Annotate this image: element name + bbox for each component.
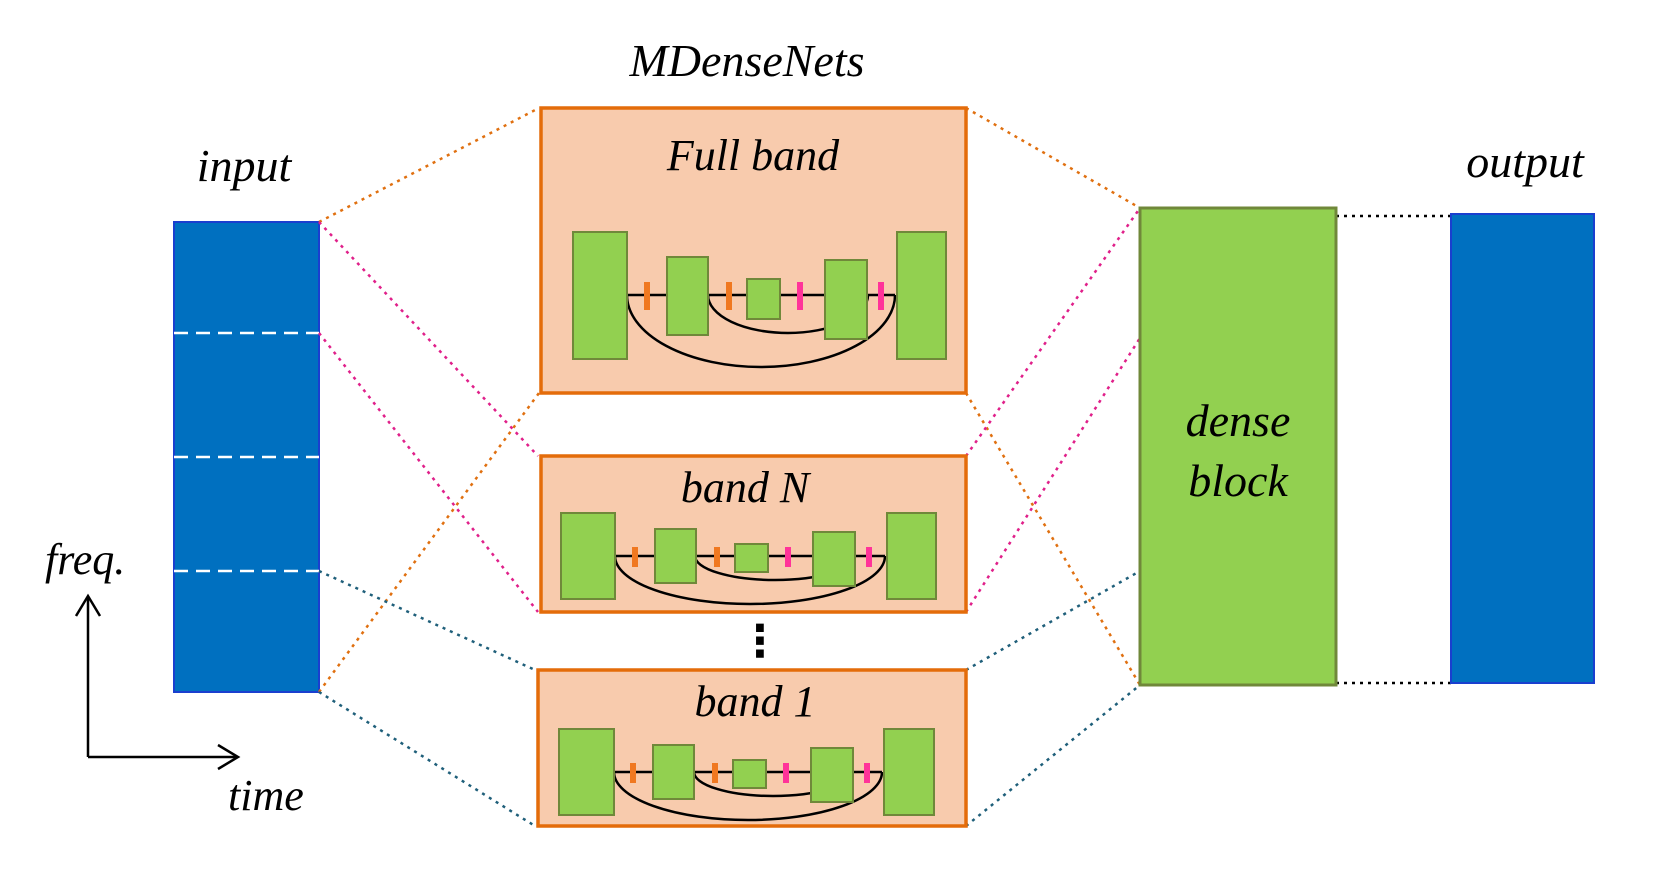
band-1-upsample-tick-2 bbox=[864, 763, 870, 783]
time-arrowhead bbox=[217, 743, 241, 771]
band-1-encoder-block-1 bbox=[558, 728, 615, 816]
full-band-label: Full band bbox=[666, 131, 840, 180]
full-band-decoder-block-2 bbox=[896, 231, 947, 360]
band-n-encoder-block-1 bbox=[560, 512, 616, 600]
link-input-band1-bottom bbox=[318, 690, 536, 828]
band-n-bottleneck-block bbox=[734, 543, 769, 573]
link-bandn-dense-top bbox=[964, 207, 1142, 457]
band-1-skip-outer bbox=[612, 771, 884, 822]
band-n-decoder-block-1 bbox=[812, 531, 856, 587]
full-band-encoder-block-2 bbox=[666, 256, 709, 336]
band-n-panel: band N bbox=[539, 454, 968, 614]
band-1-bottleneck-block bbox=[732, 759, 767, 789]
band-n-skip-outer bbox=[613, 555, 887, 606]
full-band-downsample-tick-2 bbox=[726, 282, 732, 310]
band-1-downsample-tick-1 bbox=[630, 763, 636, 783]
full-band-skip-outer bbox=[625, 294, 897, 369]
dense-block-label-line1: dense bbox=[1186, 395, 1291, 446]
link-input-bandn-top bbox=[318, 221, 539, 457]
full-band-decoder-block-1 bbox=[824, 259, 868, 340]
time-axis-label: time bbox=[228, 771, 304, 820]
full-band-encoder-block-1 bbox=[572, 231, 628, 360]
link-fullband-dense-top bbox=[965, 106, 1141, 210]
dense-block: dense block bbox=[1138, 206, 1338, 687]
freq-arrowhead bbox=[74, 593, 102, 617]
link-input-bandn-bottom bbox=[318, 332, 539, 613]
output-label: output bbox=[1466, 136, 1585, 187]
band-n-upsample-tick-2 bbox=[866, 547, 872, 567]
link-bandn-dense-bottom bbox=[964, 337, 1142, 613]
axes-arrows bbox=[74, 593, 241, 771]
band-n-label: band N bbox=[681, 463, 812, 512]
full-band-bottleneck-block bbox=[746, 278, 781, 320]
link-input-fullband-bottom bbox=[317, 392, 541, 693]
output-spectrogram bbox=[1450, 213, 1595, 684]
dense-block-label-line2: block bbox=[1188, 455, 1289, 506]
diagram-title: MDenseNets bbox=[628, 35, 864, 86]
band-1-decoder-block-2 bbox=[883, 728, 935, 816]
band-n-decoder-block-2 bbox=[886, 512, 937, 600]
band-1-downsample-tick-2 bbox=[712, 763, 718, 783]
band-1-decoder-block-1 bbox=[810, 747, 854, 803]
band-1-encoder-block-2 bbox=[652, 744, 695, 800]
band-1-label: band 1 bbox=[695, 677, 816, 726]
band-n-downsample-tick-2 bbox=[714, 547, 720, 567]
full-band-upsample-tick-2 bbox=[878, 282, 884, 310]
band-n-encoder-block-2 bbox=[654, 528, 697, 584]
link-band1-dense-top bbox=[965, 569, 1141, 672]
freq-axis-label: freq. bbox=[45, 535, 125, 584]
dense-connectors bbox=[964, 106, 1451, 827]
band-ellipsis: ⋮ bbox=[738, 616, 782, 667]
band-1-panel: band 1 bbox=[536, 668, 968, 828]
band-1-upsample-tick-1 bbox=[783, 763, 789, 783]
input-label: input bbox=[197, 140, 293, 191]
input-connectors bbox=[317, 106, 541, 828]
dense-block-box bbox=[1138, 206, 1338, 687]
band-n-upsample-tick-1 bbox=[785, 547, 791, 567]
full-band-upsample-tick-1 bbox=[797, 282, 803, 310]
link-input-band1-top bbox=[318, 569, 536, 672]
link-fullband-dense-bottom bbox=[964, 392, 1142, 686]
full-band-downsample-tick-1 bbox=[644, 282, 650, 310]
full-band-panel: Full band bbox=[539, 106, 968, 395]
band-n-downsample-tick-1 bbox=[632, 547, 638, 567]
link-input-fullband-top bbox=[318, 106, 540, 224]
link-band1-dense-bottom bbox=[965, 684, 1141, 827]
